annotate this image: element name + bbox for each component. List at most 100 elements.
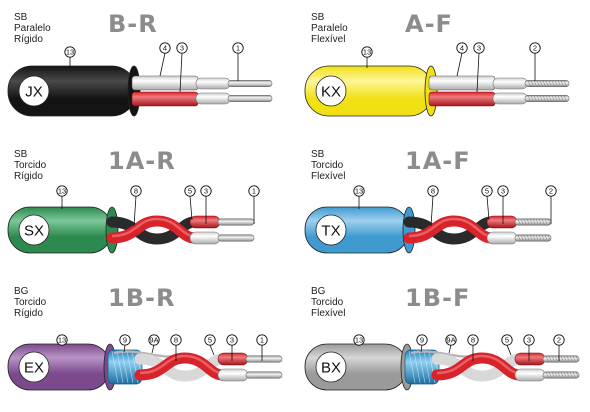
wire-strand [566,371,570,379]
callout-line [506,344,512,356]
callout-number: 13 [355,336,363,345]
cable-description: BG Torcido Rígido [14,286,46,319]
wire-insulation-white [195,92,231,105]
cable-code: B-R [108,10,158,38]
wire-strand [520,218,524,226]
wire-strand [569,355,573,363]
wire-strand [551,371,555,379]
conductor-wire [227,95,273,103]
conductor-wire [245,355,283,363]
wire-strand [523,218,527,226]
callout-line [430,195,434,227]
callout-marker [170,334,182,346]
twisted-highlight [139,354,223,375]
description-line-1: BG [14,286,29,297]
wire-strand [547,218,551,226]
wire-strand [560,371,564,379]
panel-1b-r: BG Torcido Rígido 1B-R [0,274,295,411]
callout-marker [353,334,365,346]
jacket-end [402,206,416,254]
callout-number: 2 [533,44,537,53]
wire-strand [575,371,579,379]
shield-wrap-line [116,350,124,384]
conductor-wire [245,371,283,379]
conductor-wire [217,234,255,242]
wire-strand [572,355,576,363]
description-line-2: Torcido [311,297,344,308]
type-badge [315,75,347,107]
callout-number: 5 [188,187,192,196]
wire-strand [554,80,558,87]
callout-number: 8 [134,187,138,196]
wire-strand [548,80,552,87]
callout-marker [119,334,131,346]
wire-strand [538,234,542,242]
twisted-highlight [408,217,492,238]
description-line-2: Torcido [14,297,47,308]
wire-strand [538,218,542,226]
cable-description: SB Paralelo Rígido [14,12,51,45]
type-badge [315,214,347,246]
callout-number: 4 [163,44,167,53]
twisted-conductor-a [106,216,200,245]
cable-code: A-F [405,10,453,38]
wire-strand [554,95,558,102]
type-badge [315,351,347,383]
callout-marker [256,334,268,346]
description-line-2: Torcido [14,160,47,171]
wire-strand [560,355,564,363]
wire-strand [526,234,530,242]
wire-insulation-white [189,231,221,245]
wire-strand [566,355,570,363]
wire-strand [541,218,545,226]
callout-line [476,52,480,93]
description-line-2: Paralelo [311,23,348,34]
wire-strand [545,355,549,363]
callout-number: 13 [58,336,66,345]
wire-insulation-red [486,215,518,229]
wire-strand [530,80,534,87]
callout-marker [148,334,160,346]
wire-strand [545,371,549,379]
cable-code: 1B-F [405,284,471,312]
description-line-3: Rígido [14,171,43,182]
conductor-wire [227,80,273,88]
callout-number: 8 [174,336,178,345]
wire-insulation-white [492,77,528,90]
wire-strand [544,218,548,226]
type-code: EX [24,360,44,377]
panel-a-f: SB Paralelo Flexível A-F [297,0,590,137]
callout-line [420,344,423,353]
callout-number: 2 [549,187,553,196]
wire-strand [529,234,533,242]
description-line-2: Torcido [311,160,344,171]
callout-marker [56,185,68,197]
callout-number: 9A [149,336,158,345]
wire-strand [536,80,540,87]
type-code: SX [24,223,44,240]
callout-number: 3 [501,187,505,196]
wire-strand [532,234,536,242]
wire-strand [535,234,539,242]
wire-strand [548,95,552,102]
wire-strand [551,355,555,363]
description-line-1: SB [14,149,28,160]
panel-b-r: SB Paralelo Rígido B-R [0,0,295,137]
callout-number: 8 [431,187,435,196]
callout-line [151,344,155,354]
callout-marker [64,46,76,58]
shield-wrap-line [111,350,119,384]
twisted-conductor-b [106,215,200,244]
callout-marker [248,185,260,197]
callout-marker [545,185,557,197]
callout-number: 1 [236,44,240,53]
description-line-3: Flexível [311,171,346,182]
jacket-end [127,65,141,117]
wire-strand [530,95,534,102]
twisted-conductor-a [134,353,228,382]
wire-strand [529,218,533,226]
twisted-conductor-b [134,352,228,381]
conductor-wire [514,234,552,242]
callout-marker [130,185,142,197]
